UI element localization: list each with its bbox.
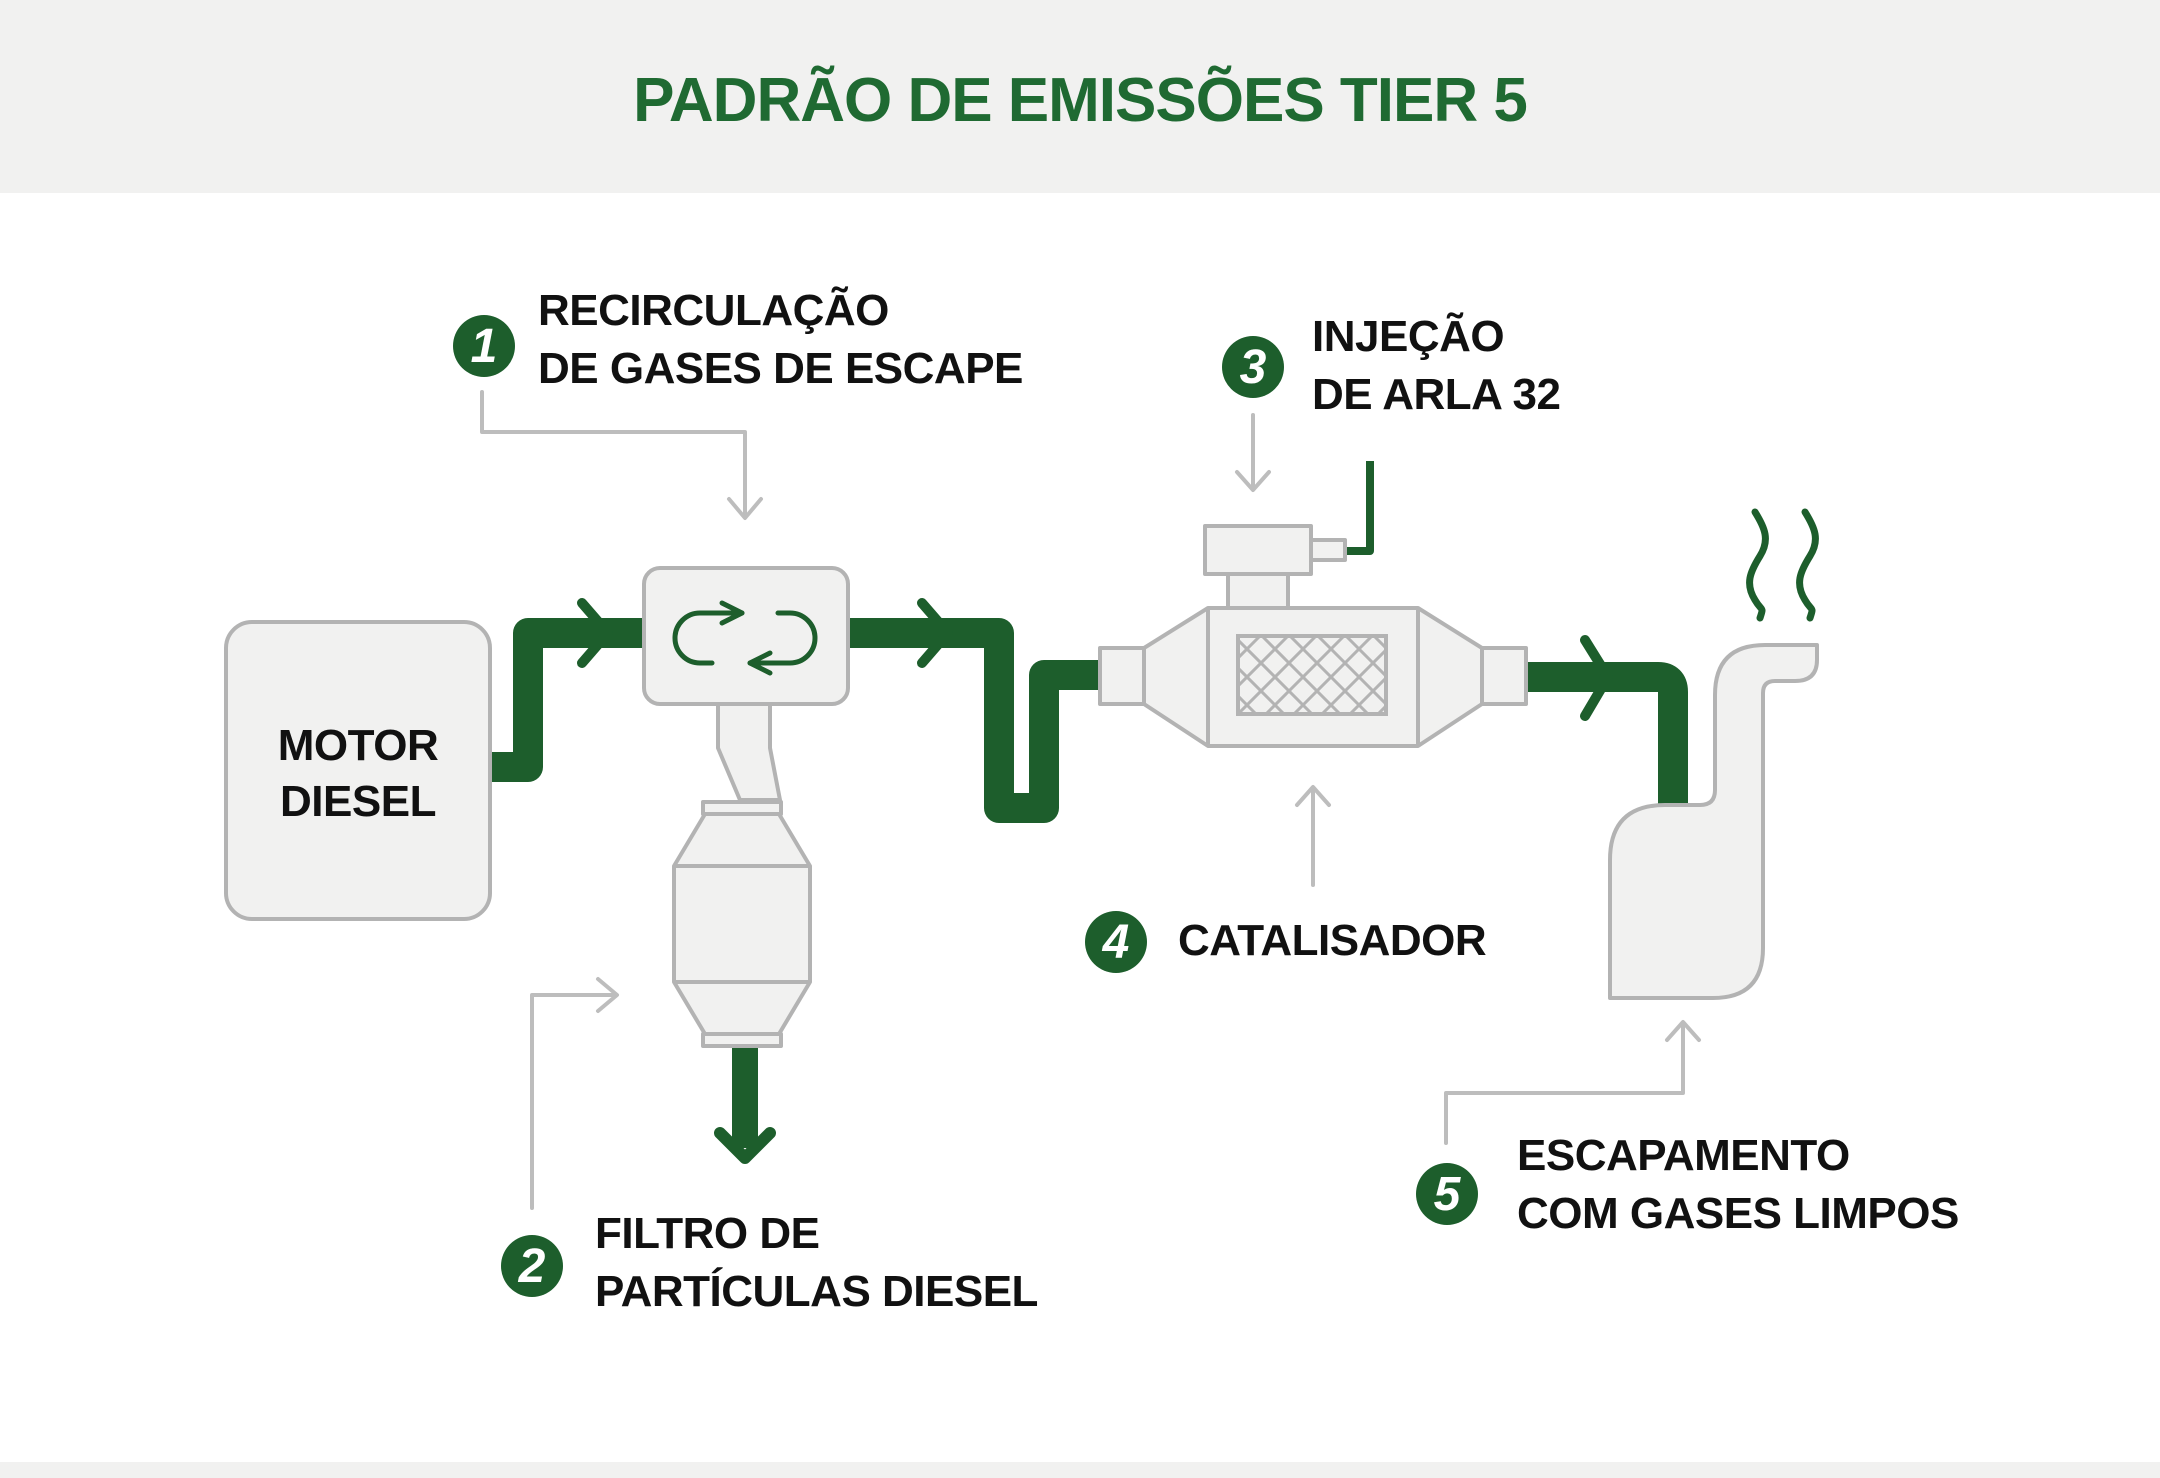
step-1-label-line1: RECIRCULAÇÃO <box>538 286 889 335</box>
pointer-arla-head <box>1235 470 1271 492</box>
step-2-label: FILTRO DE PARTÍCULAS DIESEL <box>595 1205 1038 1321</box>
egr-unit <box>642 566 850 802</box>
pointer-lines <box>480 390 1701 1210</box>
step-2-label-line1: FILTRO DE <box>595 1209 820 1258</box>
arla-dosing-line <box>1345 461 1374 555</box>
step-1-label: RECIRCULAÇÃO DE GASES DE ESCAPE <box>538 282 1023 398</box>
footer-strip <box>0 1462 2160 1478</box>
step-1-badge: 1 <box>453 315 515 377</box>
step-3-label-line2: DE ARLA 32 <box>1312 370 1561 419</box>
recycle-arrows-icon <box>672 600 818 676</box>
pointer-dpf-head <box>596 977 619 1013</box>
pointer-exhaust-head <box>1665 1020 1701 1042</box>
muffler <box>1608 643 1819 1000</box>
step-2-label-line2: PARTÍCULAS DIESEL <box>595 1267 1038 1316</box>
pointer-dpf <box>530 993 617 1210</box>
dpf-outlet-arrow <box>714 1046 776 1164</box>
step-5-label-line2: COM GASES LIMPOS <box>1517 1189 1959 1238</box>
step-3-badge: 3 <box>1222 336 1284 398</box>
flow-arrowheads <box>577 598 1613 721</box>
dpf-body <box>672 812 812 1036</box>
wavy-smoke-icon <box>1746 508 1819 622</box>
step-1-label-line2: DE GASES DE ESCAPE <box>538 344 1023 393</box>
pipe-egr-to-catalyst <box>846 618 1100 823</box>
step-2-badge: 2 <box>501 1235 563 1297</box>
pipe-motor-to-egr <box>492 618 645 782</box>
step-4-label-line1: CATALISADOR <box>1178 916 1487 965</box>
page-title: PADRÃO DE EMISSÕES TIER 5 <box>633 66 1528 135</box>
pointer-egr-head <box>727 497 763 520</box>
step-5-label-line1: ESCAPAMENTO <box>1517 1131 1850 1180</box>
arla-injector-nozzle <box>1309 538 1347 562</box>
arla-injector-neck <box>1226 570 1290 610</box>
motor-label: MOTOR DIESEL <box>226 718 490 830</box>
step-4-badge: 4 <box>1085 911 1147 973</box>
step-3-label: INJEÇÃO DE ARLA 32 <box>1312 308 1561 424</box>
pointer-exhaust <box>1444 1022 1685 1145</box>
particulate-filter <box>672 800 812 1048</box>
step-3-label-line1: INJEÇÃO <box>1312 312 1505 361</box>
catalyst-outlet <box>1480 646 1528 706</box>
crosshatch-mesh-icon <box>1236 634 1388 716</box>
dpf-bottom-flange <box>701 1032 783 1048</box>
motor-label-line1: MOTOR <box>277 721 439 770</box>
pointer-egr <box>480 390 747 517</box>
step-4-label: CATALISADOR <box>1178 912 1487 970</box>
motor-box <box>224 620 492 921</box>
flow-arrow-1 <box>577 598 613 668</box>
egr-neck <box>716 698 782 802</box>
arla-injector-body <box>1203 524 1313 576</box>
egr-box <box>642 566 850 706</box>
step-5-badge: 5 <box>1416 1163 1478 1225</box>
flow-arrow-2 <box>917 598 953 668</box>
pipe-catalyst-to-muffler <box>1526 662 1688 805</box>
pointer-catalyst-head <box>1295 785 1331 807</box>
catalyst-inlet <box>1098 646 1146 706</box>
motor-label-line2: DIESEL <box>280 777 436 826</box>
flow-arrow-3 <box>1580 635 1613 721</box>
exhaust-pipes <box>492 618 1688 823</box>
header-band <box>0 0 2160 193</box>
step-5-label: ESCAPAMENTO COM GASES LIMPOS <box>1517 1127 1959 1243</box>
